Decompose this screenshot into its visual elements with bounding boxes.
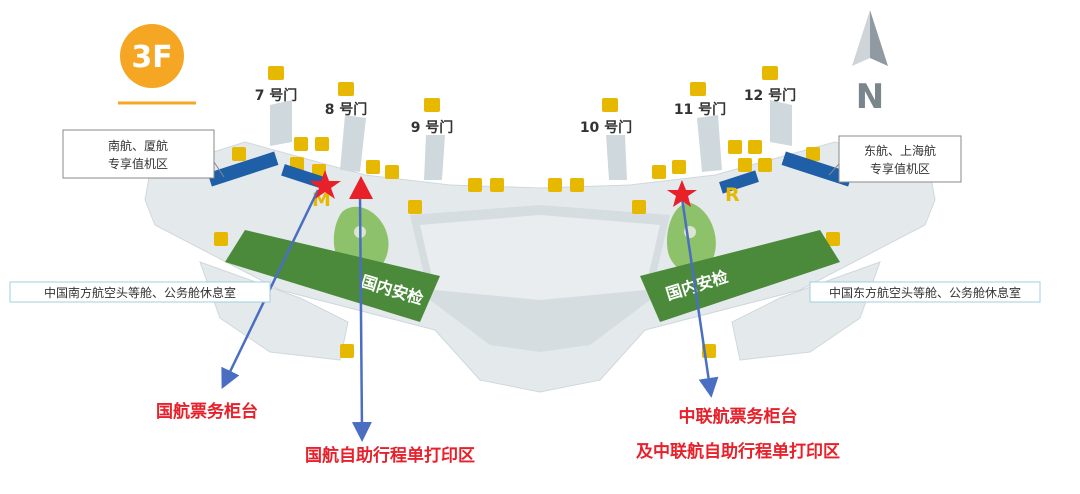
door-icons xyxy=(268,66,778,112)
facility-icon xyxy=(232,147,246,161)
door-icon xyxy=(268,66,284,80)
gate-labels: 7 号门 8 号门 9 号门 10 号门 11 号门 12 号门 xyxy=(255,87,796,136)
pointer-arrows xyxy=(221,189,719,442)
restroom-icon xyxy=(632,200,646,214)
door-icon xyxy=(690,82,706,96)
floor-badge: 3F xyxy=(118,24,196,105)
restroom-icon xyxy=(408,200,422,214)
door-icon xyxy=(762,66,778,80)
door-icon xyxy=(602,98,618,112)
facility-icon xyxy=(548,178,562,192)
security-band-left xyxy=(225,230,440,322)
facility-icon xyxy=(366,160,380,174)
facility-icon xyxy=(570,178,584,192)
callout-checkin-right-line1: 东航、上海航 xyxy=(864,143,936,158)
compass-label: N xyxy=(856,77,884,117)
facility-icon xyxy=(214,232,228,246)
floor-label: 3F xyxy=(131,40,172,75)
checkin-counter-right-2 xyxy=(719,170,759,194)
security-zones: 国内安检 国内安检 xyxy=(225,230,840,322)
callout-checkin-left-line1: 南航、厦航 xyxy=(108,138,168,153)
gate-8-label: 8 号门 xyxy=(325,101,368,118)
gate-7-label: 7 号门 xyxy=(255,87,298,104)
arrow-to-cul-label xyxy=(680,197,719,398)
facility-icon xyxy=(294,137,308,151)
label-air-china-print: 国航自助行程单打印区 xyxy=(305,445,475,466)
facility-icon xyxy=(340,344,354,358)
callout-lounge-right: 中国东方航空头等舱、公务舱休息室 xyxy=(809,281,1041,303)
facility-icon xyxy=(672,160,686,174)
callout-lounge-left: 中国南方航空头等舱、公务舱休息室 xyxy=(9,281,271,303)
facility-icon xyxy=(468,178,482,192)
star-marker-china-united xyxy=(667,180,697,207)
arrow-to-print-label xyxy=(351,194,372,442)
north-arrow-icon: N xyxy=(852,10,888,117)
facility-icon xyxy=(652,165,666,179)
callout-lounge-left-text: 中国南方航空头等舱、公务舱休息室 xyxy=(44,285,236,300)
facility-icon xyxy=(728,140,742,154)
gate-10-label: 10 号门 xyxy=(580,119,632,136)
zone-letter-r: R xyxy=(725,184,740,206)
red-markers xyxy=(309,170,697,207)
facility-icon xyxy=(806,147,820,161)
security-band-right xyxy=(640,230,840,322)
callout-checkin-right: 东航、上海航 专享值机区 xyxy=(828,135,962,183)
star-marker-air-china-counter xyxy=(309,170,341,199)
callout-checkin-left: 南航、厦航 专享值机区 xyxy=(62,129,225,179)
facility-icon xyxy=(385,165,399,179)
gate-11-label: 11 号门 xyxy=(674,101,726,118)
callout-checkin-right-line2: 专享值机区 xyxy=(870,161,930,176)
callout-lounge-right-text: 中国东方航空头等舱、公务舱休息室 xyxy=(829,285,1021,300)
facility-icon xyxy=(748,140,762,154)
checkin-counter-right xyxy=(781,151,853,187)
triangle-marker-air-china-print xyxy=(349,176,373,199)
facility-icon xyxy=(315,137,329,151)
facility-icon xyxy=(826,232,840,246)
facility-icon xyxy=(490,178,504,192)
label-china-united-line1: 中联航票务柜台 xyxy=(679,406,798,427)
door-icon xyxy=(424,98,440,112)
gate-9-label: 9 号门 xyxy=(411,119,454,136)
checkin-counter-left xyxy=(207,151,279,187)
restroom-icon xyxy=(738,158,752,172)
restroom-icon xyxy=(758,158,772,172)
gate-corridors xyxy=(270,100,792,180)
gate-12-label: 12 号门 xyxy=(744,87,796,104)
label-china-united-line2: 及中联航自助行程单打印区 xyxy=(636,441,840,462)
label-air-china-counter: 国航票务柜台 xyxy=(156,401,258,422)
callout-checkin-left-line2: 专享值机区 xyxy=(108,156,168,171)
arrow-to-counter-label xyxy=(221,189,320,390)
door-icon xyxy=(338,82,354,96)
